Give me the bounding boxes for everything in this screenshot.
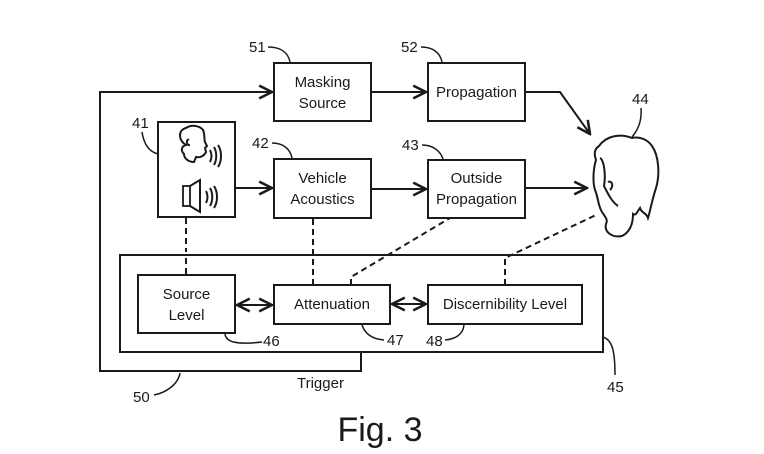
outside-propagation-label-2: Propagation bbox=[436, 191, 517, 208]
ref-leader-50 bbox=[153, 372, 181, 396]
ref-44: 44 bbox=[632, 91, 649, 108]
outside-propagation-block bbox=[427, 159, 526, 219]
source-level-label-2: Level bbox=[169, 307, 205, 324]
discernibility-level-label: Discernibility Level bbox=[443, 296, 567, 313]
vehicle-acoustics-label-2: Acoustics bbox=[290, 191, 354, 208]
source-level-block bbox=[137, 274, 236, 334]
ref-46: 46 bbox=[263, 333, 280, 350]
vehicle-acoustics-label-1: Vehicle bbox=[298, 170, 346, 187]
figure-caption: Fig. 3 bbox=[337, 411, 422, 449]
ref-leader-42 bbox=[271, 142, 293, 159]
arrow-propagation-to-listener bbox=[525, 91, 590, 134]
ref-leader-52 bbox=[420, 46, 443, 63]
dashed-listener-to-discernibility bbox=[504, 214, 597, 285]
source-level-label-1: Source bbox=[163, 286, 211, 303]
trigger-label: Trigger bbox=[297, 375, 344, 392]
ref-leader-41 bbox=[141, 131, 159, 155]
masking-source-label-2: Source bbox=[299, 95, 347, 112]
ref-52: 52 bbox=[401, 39, 418, 56]
masking-source-block bbox=[273, 62, 372, 122]
trigger-loop-line bbox=[99, 92, 362, 372]
ref-47: 47 bbox=[387, 332, 404, 349]
ref-leader-45 bbox=[602, 336, 616, 376]
ref-leader-48 bbox=[444, 324, 465, 341]
ref-45: 45 bbox=[607, 379, 624, 396]
discernibility-level-block bbox=[427, 284, 583, 325]
ref-48: 48 bbox=[426, 333, 443, 350]
person-speaking-icon bbox=[179, 124, 222, 168]
ref-42: 42 bbox=[252, 135, 269, 152]
speaker-icon bbox=[182, 178, 218, 214]
listener-head-icon bbox=[592, 134, 660, 238]
attenuation-label: Attenuation bbox=[294, 296, 370, 313]
ref-leader-47 bbox=[361, 324, 385, 341]
ref-51: 51 bbox=[249, 39, 266, 56]
ref-50: 50 bbox=[133, 389, 150, 406]
ref-leader-44 bbox=[631, 107, 642, 138]
attenuation-block bbox=[273, 284, 391, 325]
ref-leader-46 bbox=[224, 333, 263, 344]
masking-source-label-1: Masking bbox=[295, 74, 351, 91]
ref-41: 41 bbox=[132, 115, 149, 132]
dashed-outside-propagation-to-attenuation bbox=[350, 217, 451, 285]
sound-sources-block bbox=[157, 121, 236, 218]
vehicle-acoustics-block bbox=[273, 158, 372, 219]
ref-43: 43 bbox=[402, 137, 419, 154]
outside-propagation-label-1: Outside bbox=[451, 170, 503, 187]
ref-leader-51 bbox=[267, 46, 291, 63]
ref-leader-43 bbox=[421, 144, 444, 160]
propagation-label: Propagation bbox=[436, 84, 517, 101]
